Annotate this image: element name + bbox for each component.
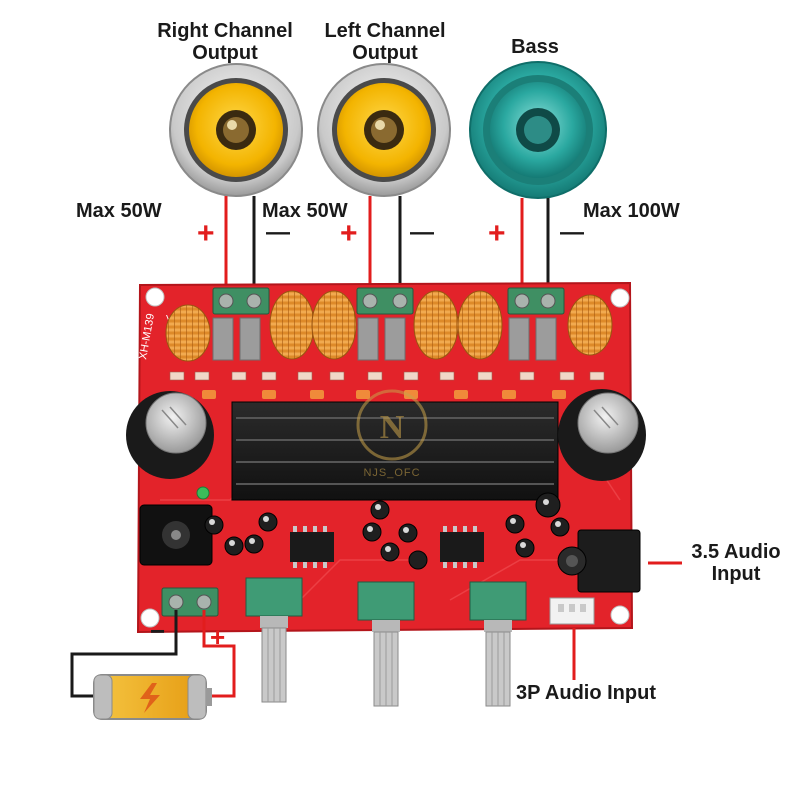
- audio-35mm-jack[interactable]: [557, 529, 641, 593]
- audio-3p-input-label: 3P Audio Input: [516, 682, 656, 704]
- heatsink: [231, 401, 559, 501]
- watermark-logo: N NJS_OFC: [356, 389, 428, 479]
- bass-label: Bass: [511, 36, 559, 58]
- op-amp-chip-left: [290, 526, 334, 568]
- plus-mark-right: +: [197, 217, 215, 250]
- audio-35-input-label: 3.5 Audio Input: [691, 541, 781, 585]
- electrolytic-capacitor-left: [126, 391, 214, 479]
- dc-power-jack[interactable]: [139, 504, 213, 566]
- power-led: [196, 486, 210, 500]
- minus-mark-left: —: [410, 219, 434, 246]
- right-output-terminal[interactable]: [212, 287, 270, 315]
- potentiometer-left[interactable]: [245, 577, 303, 703]
- power-input-terminal[interactable]: [161, 587, 219, 617]
- bass-output-terminal[interactable]: [507, 287, 565, 315]
- inductor-coils: [165, 290, 613, 362]
- amplifier-board: XH-M139 V3: [126, 281, 646, 707]
- svg-text:N: N: [380, 409, 405, 446]
- battery-plus-mark: +: [210, 622, 225, 652]
- minus-mark-bass: —: [560, 219, 584, 246]
- plus-mark-bass: +: [488, 217, 506, 250]
- film-capacitors: [212, 317, 557, 361]
- plus-mark-left: +: [340, 217, 358, 250]
- bass-speaker: [469, 61, 607, 199]
- max-right-label: Max 50W: [76, 200, 162, 222]
- left-channel-speaker: [317, 63, 451, 197]
- watermark-text: NJS_OFC: [363, 467, 420, 479]
- battery-minus-mark: −: [150, 616, 165, 646]
- left-channel-label: Left Channel Output: [324, 20, 446, 64]
- minus-mark-right: —: [266, 219, 290, 246]
- electrolytic-capacitor-right: [558, 389, 646, 481]
- smd-components: [169, 371, 605, 381]
- max-left-label: Max 50W: [262, 200, 348, 222]
- op-amp-chip-right: [440, 526, 484, 568]
- potentiometer-middle[interactable]: [357, 581, 415, 707]
- max-bass-label: Max 100W: [583, 200, 680, 222]
- right-channel-speaker: [169, 63, 303, 197]
- battery: [93, 674, 212, 720]
- lightning-icon: [140, 683, 160, 713]
- audio-3p-connector[interactable]: [549, 597, 595, 625]
- left-output-terminal[interactable]: [356, 287, 414, 315]
- battery-wires: [70, 610, 236, 698]
- speaker-wires: [224, 196, 550, 298]
- right-channel-label: Right Channel Output: [157, 20, 293, 64]
- potentiometer-right[interactable]: [469, 581, 527, 707]
